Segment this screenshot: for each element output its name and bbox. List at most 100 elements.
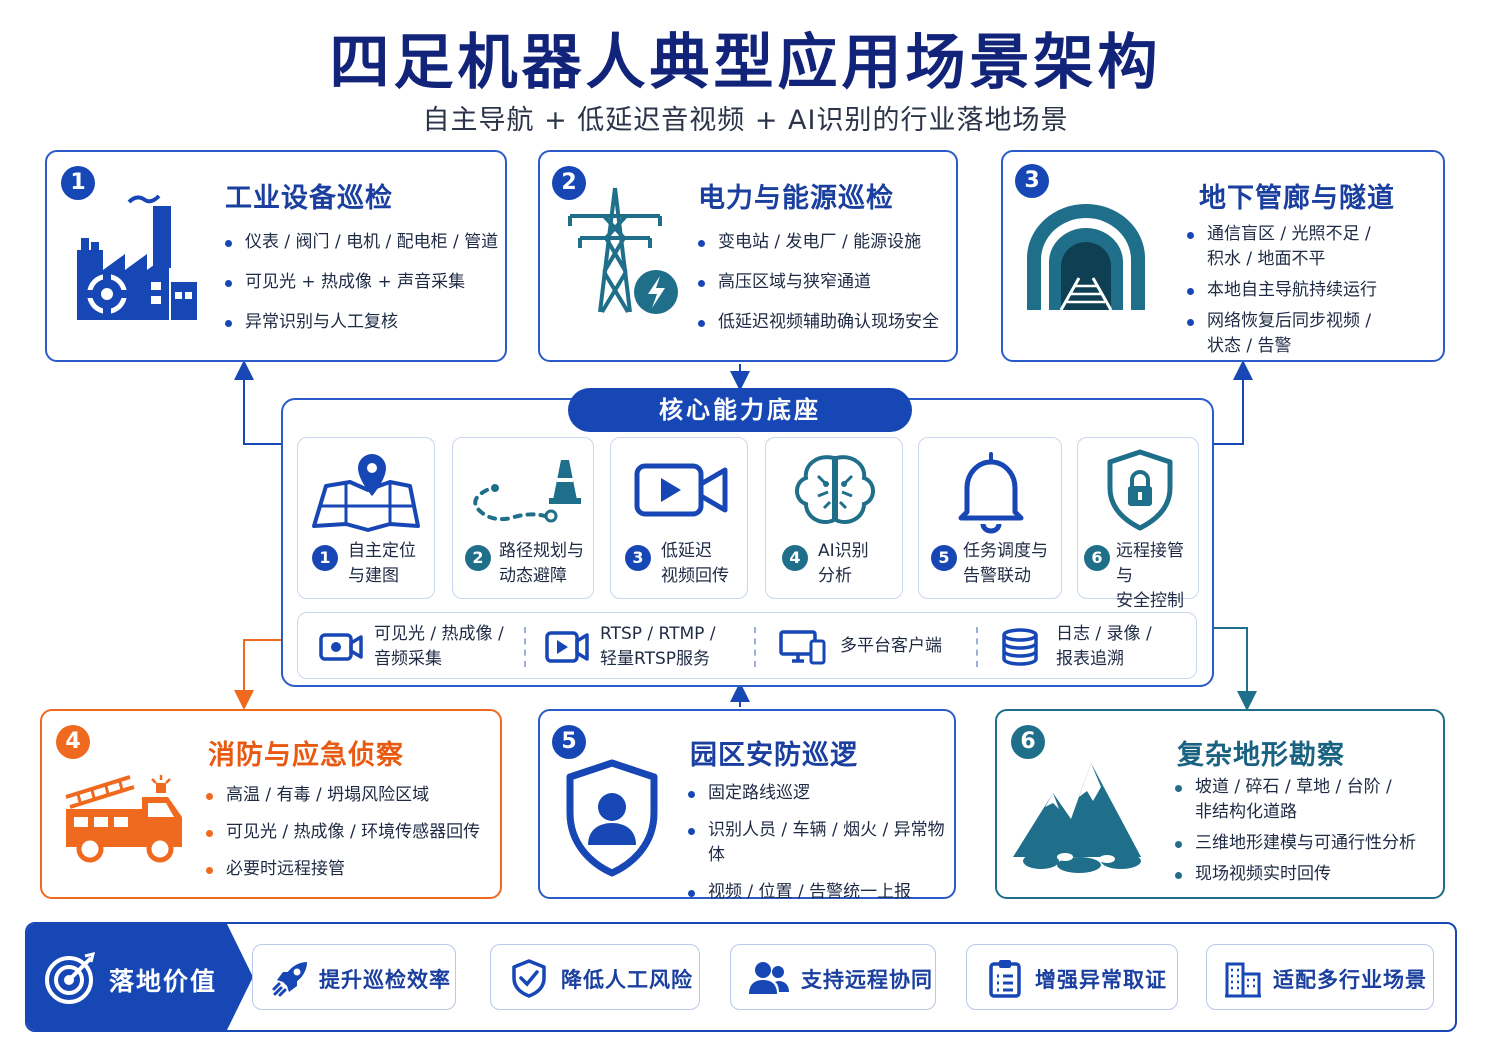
page-subtitle: 自主导航 + 低延迟音视频 + AI识别的行业落地场景 [422, 105, 1069, 136]
capability-number: 1 [312, 545, 338, 571]
database-icon [1000, 627, 1040, 667]
capability-card-1: 1 自主定位 与建图 [297, 437, 435, 599]
scenario-title: 园区安防巡逻 [690, 740, 858, 771]
core-title: 核心能力底座 [568, 388, 912, 432]
mountain-icon [1009, 757, 1149, 877]
value-item-collab: 支持远程协同 [730, 944, 936, 1010]
value-item-efficiency: 提升巡检效率 [252, 944, 456, 1010]
bullet-item: 视频 / 位置 / 告警统一上报 [688, 880, 954, 905]
bell-icon [919, 446, 1061, 536]
scenario-number: 1 [61, 166, 95, 200]
scenario-card-3: 3 地下管廊与隧道 通信盲区 / 光照不足 / 积水 / 地面不平 本地自主导航… [1001, 150, 1445, 362]
infra-text: 音频采集 [374, 649, 442, 669]
bullet-item: 固定路线巡逻 [688, 781, 954, 806]
capability-label: 远程接管与 安全控制 [1116, 541, 1184, 611]
capability-number: 2 [465, 545, 491, 571]
users-icon [747, 958, 791, 998]
scenario-card-1: 1 工业设备巡检 仪表 / 阀门 / 电机 / 配电柜 / 管道 可见光 + 热… [45, 150, 507, 362]
video-camera-icon [611, 446, 747, 536]
bullet-item: 异常识别与人工复核 [225, 310, 498, 335]
bullet-item: 现场视频实时回传 [1175, 862, 1416, 887]
scenario-card-2: 2 电力与能源巡检 变电站 / 发电厂 / 能源设施 高压区域与狭窄通道 低延迟… [538, 150, 958, 362]
value-text: 适配多行业场景 [1273, 968, 1427, 992]
bullet-item-continuation: 积水 / 地面不平 [1207, 249, 1326, 269]
infra-text: 多平台客户端 [840, 636, 942, 656]
bullet-item: 必要时远程接管 [206, 857, 480, 882]
bullet-item: 低延迟视频辅助确认现场安全 [698, 310, 939, 335]
factory-icon [67, 190, 207, 330]
divider [524, 627, 526, 667]
scenario-title: 复杂地形勘察 [1177, 740, 1345, 771]
capability-label: 低延迟 视频回传 [661, 541, 729, 586]
scenario-number: 3 [1015, 164, 1049, 198]
capability-card-2: 2 路径规划与 动态避障 [452, 437, 594, 599]
value-text: 提升巡检效率 [319, 968, 451, 992]
value-text: 降低人工风险 [561, 968, 693, 992]
infra-text: 报表追溯 [1056, 649, 1124, 669]
devices-icon [778, 627, 828, 667]
infra-text: 可见光 / 热成像 / [374, 624, 504, 644]
capability-card-4: 4 AI识别 分析 [765, 437, 903, 599]
value-item-industries: 适配多行业场景 [1206, 944, 1434, 1010]
scenario-bullets: 仪表 / 阀门 / 电机 / 配电柜 / 管道 可见光 + 热成像 + 声音采集… [225, 230, 498, 335]
value-arrow [227, 924, 253, 1030]
map-pin-icon [298, 446, 434, 536]
scenario-card-6: 6 复杂地形勘察 坡道 / 碎石 / 草地 / 台阶 / 非结构化道路 三维地形… [995, 709, 1445, 899]
capability-number: 4 [782, 545, 808, 571]
bullet-item: 坡道 / 碎石 / 草地 / 台阶 / [1175, 775, 1416, 800]
buildings-icon [1223, 958, 1263, 998]
scenario-title: 工业设备巡检 [225, 183, 393, 214]
scenario-number: 5 [552, 725, 586, 759]
bullet-item: 通信盲区 / 光照不足 / [1187, 222, 1377, 247]
security-shield-icon [562, 759, 662, 879]
scenario-card-5: 5 园区安防巡逻 固定路线巡逻 识别人员 / 车辆 / 烟火 / 异常物体 视频… [538, 709, 956, 902]
infra-text: RTSP / RTMP / [600, 624, 716, 644]
stream-icon [544, 627, 590, 667]
target-icon [43, 950, 99, 1006]
value-header: 落地价值 [27, 924, 227, 1030]
bullet-item-continuation: 状态 / 告警 [1207, 336, 1292, 356]
shield-check-icon [509, 958, 549, 998]
capability-card-6: 6 远程接管与 安全控制 [1077, 437, 1199, 611]
divider [976, 627, 978, 667]
scenario-number: 2 [552, 166, 586, 200]
capability-card-3: 3 低延迟 视频回传 [610, 437, 748, 599]
capability-label: 自主定位 与建图 [348, 541, 416, 586]
bullet-item: 变电站 / 发电厂 / 能源设施 [698, 230, 939, 255]
power-tower-icon [560, 182, 690, 322]
lock-shield-icon [1078, 446, 1198, 536]
rocket-icon [271, 958, 311, 998]
capability-number: 5 [931, 545, 957, 571]
infrastructure-row: 可见光 / 热成像 / 音频采集 RTSP / RTMP / 轻量RTSP服务 … [297, 612, 1197, 679]
bullet-item-continuation: 非结构化道路 [1195, 802, 1297, 822]
bullet-item: 三维地形建模与可通行性分析 [1175, 831, 1416, 856]
bullet-item: 可见光 / 热成像 / 环境传感器回传 [206, 820, 480, 845]
scenario-bullets: 变电站 / 发电厂 / 能源设施 高压区域与狭窄通道 低延迟视频辅助确认现场安全 [698, 230, 939, 335]
divider [754, 627, 756, 667]
capability-label: 任务调度与 告警联动 [963, 541, 1048, 586]
scenario-bullets: 固定路线巡逻 识别人员 / 车辆 / 烟火 / 异常物体 视频 / 位置 / 告… [688, 781, 954, 905]
camera-icon [318, 627, 364, 667]
scenario-title: 地下管廊与隧道 [1199, 183, 1395, 214]
value-text: 增强异常取证 [1035, 968, 1167, 992]
bullet-item: 高温 / 有毒 / 坍塌风险区域 [206, 783, 480, 808]
value-label: 落地价值 [109, 967, 218, 996]
scenario-number: 6 [1011, 725, 1045, 759]
scenario-bullets: 高温 / 有毒 / 坍塌风险区域 可见光 / 热成像 / 环境传感器回传 必要时… [206, 783, 480, 882]
value-item-risk: 降低人工风险 [490, 944, 700, 1010]
value-item-evidence: 增强异常取证 [966, 944, 1178, 1010]
infra-text: 轻量RTSP服务 [600, 649, 711, 669]
value-text: 支持远程协同 [801, 968, 933, 992]
infra-text: 日志 / 录像 / [1056, 624, 1152, 644]
brain-icon [766, 446, 902, 536]
tunnel-icon [1021, 198, 1151, 318]
capability-number: 6 [1084, 545, 1110, 571]
bullet-item: 识别人员 / 车辆 / 烟火 / 异常物体 [688, 818, 954, 868]
scenario-bullets: 通信盲区 / 光照不足 / 积水 / 地面不平 本地自主导航持续运行 网络恢复后… [1187, 222, 1377, 359]
path-cone-icon [453, 446, 593, 536]
bullet-item: 可见光 + 热成像 + 声音采集 [225, 270, 498, 295]
bullet-item: 仪表 / 阀门 / 电机 / 配电柜 / 管道 [225, 230, 498, 255]
capability-label: 路径规划与 动态避障 [499, 541, 584, 586]
capability-card-5: 5 任务调度与 告警联动 [918, 437, 1062, 599]
